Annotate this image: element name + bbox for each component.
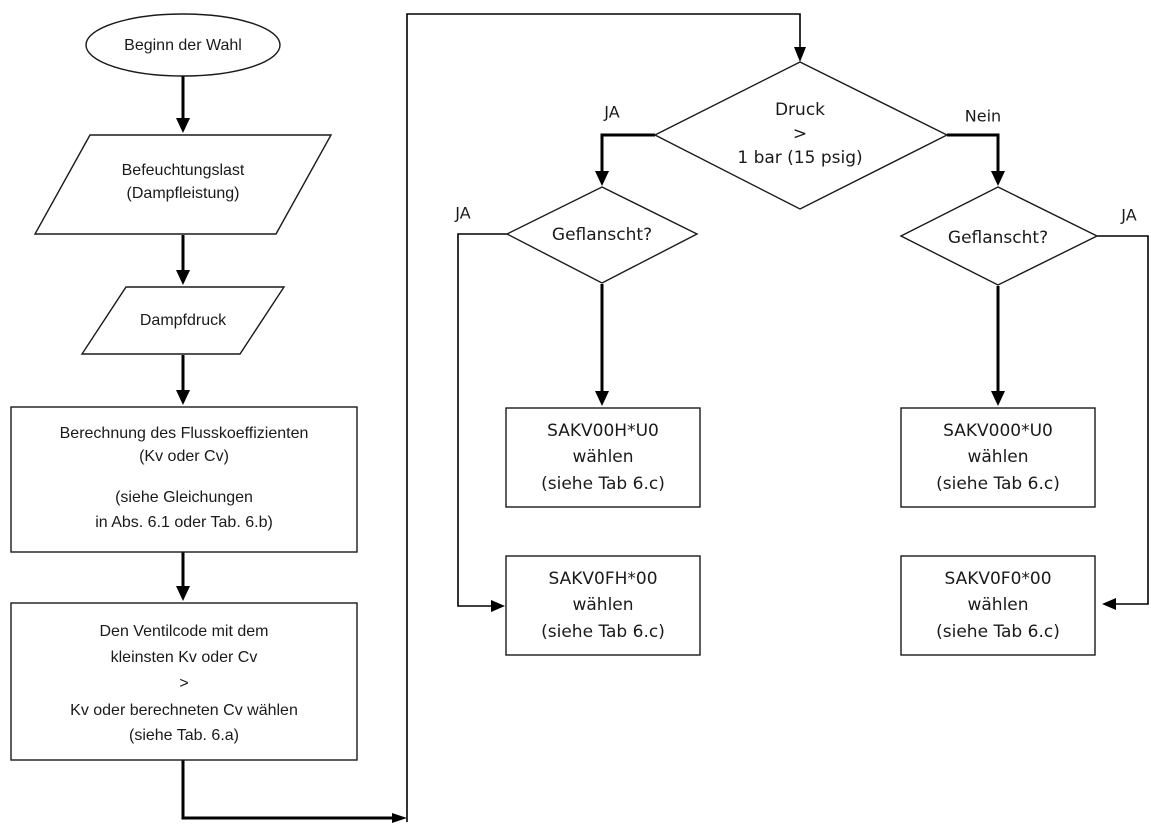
- connector-pressure-no: [947, 133, 1005, 186]
- result1-code: SAKV00H*U0: [547, 421, 659, 441]
- calc-line3: (siehe Gleichungen: [115, 489, 253, 506]
- result-box-sakv0fh-00: SAKV0FH*00 wählen (siehe Tab 6.c): [505, 555, 701, 656]
- connector-flanged-right-yes: [1097, 235, 1149, 610]
- result4-reference: (siehe Tab 6.c): [936, 622, 1060, 642]
- result-box-sakv00h-u0: SAKV00H*U0 wählen (siehe Tab 6.c): [505, 407, 701, 508]
- calc-line4: in Abs. 6.1 oder Tab. 6.b): [95, 514, 273, 531]
- flow-coefficient-calculation-box: Berechnung des Flusskoeffizienten (Kv od…: [10, 406, 358, 553]
- pressure-no-label: Nein: [965, 107, 1001, 126]
- start-label: Beginn der Wahl: [124, 37, 242, 54]
- result3-code: SAKV000*U0: [943, 421, 1053, 441]
- result2-action: wählen: [572, 595, 633, 615]
- pressure-decision-line3: 1 bar (15 psig): [737, 148, 862, 168]
- result-box-sakv0f0-00: SAKV0F0*00 wählen (siehe Tab 6.c): [900, 555, 1096, 656]
- connector-flanged-right-no: [991, 286, 1005, 406]
- select-line2: kleinsten Kv oder Cv: [111, 649, 258, 666]
- valve-code-selection-box: Den Ventilcode mit dem kleinsten Kv oder…: [10, 602, 358, 761]
- steam-pressure-input: Dampfdruck: [80, 286, 286, 355]
- connector-select-to-pressure-decision: [181, 13, 806, 823]
- result1-action: wählen: [572, 447, 633, 467]
- select-line4: Kv oder berechneten Cv wählen: [70, 702, 298, 719]
- pressure-decision: Druck > 1 bar (15 psig): [653, 61, 949, 210]
- pressure-input-label: Dampfdruck: [140, 312, 227, 329]
- flanged-decision-right: Geflanscht?: [899, 186, 1099, 286]
- pressure-yes-label: JA: [603, 103, 619, 122]
- flanged-right-label: Geflanscht?: [948, 228, 1048, 248]
- flanged-decision-left: Geflanscht?: [505, 186, 699, 284]
- select-line5: (siehe Tab. 6.a): [129, 727, 239, 744]
- flanged-left-label: Geflanscht?: [552, 225, 652, 245]
- humidification-load-input: Befeuchtungslast (Dampfleistung): [33, 134, 333, 235]
- result3-action: wählen: [967, 447, 1028, 467]
- connector-calc-to-select: [176, 552, 190, 601]
- pressure-decision-line1: Druck: [775, 100, 825, 120]
- calc-line2: (Kv oder Cv): [139, 448, 229, 465]
- result4-action: wählen: [967, 595, 1028, 615]
- connector-flanged-left-yes: [457, 233, 507, 612]
- connector-pressure-yes: [595, 133, 655, 186]
- load-label-line2: (Dampfleistung): [127, 185, 240, 202]
- result3-reference: (siehe Tab 6.c): [936, 474, 1060, 494]
- select-line3: >: [179, 675, 188, 692]
- result1-reference: (siehe Tab 6.c): [541, 474, 665, 494]
- calc-line1: Berechnung des Flusskoeffizienten: [60, 425, 309, 442]
- result-box-sakv000-u0: SAKV000*U0 wählen (siehe Tab 6.c): [900, 407, 1096, 508]
- connector-flanged-left-no: [595, 284, 609, 406]
- flanged-left-yes-label: JA: [454, 204, 470, 223]
- start-node: Beginn der Wahl: [85, 13, 281, 77]
- flanged-right-yes-label: JA: [1120, 206, 1136, 225]
- connector-pressure-to-calc: [176, 355, 190, 405]
- connector-load-to-pressure: [176, 235, 190, 285]
- result4-code: SAKV0F0*00: [944, 569, 1051, 589]
- result2-reference: (siehe Tab 6.c): [541, 622, 665, 642]
- pressure-decision-line2: >: [793, 124, 807, 144]
- load-label-line1: Befeuchtungslast: [122, 162, 245, 179]
- select-line1: Den Ventilcode mit dem: [100, 623, 269, 640]
- result2-code: SAKV0FH*00: [548, 569, 657, 589]
- connector-start-to-load: [176, 76, 190, 133]
